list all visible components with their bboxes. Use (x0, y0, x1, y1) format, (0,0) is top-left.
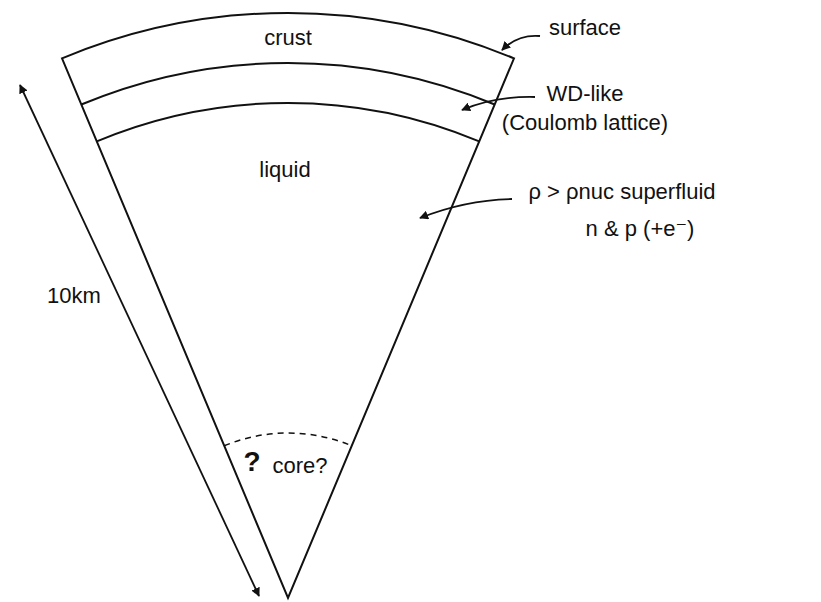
leader-arrow (502, 36, 540, 50)
wedge-outline (62, 13, 514, 598)
phase-label: ρ > ρnuc superfluid (528, 179, 715, 204)
layer-label: WD-like (547, 81, 624, 106)
question-mark: ? (243, 446, 260, 478)
dimension-arrow (20, 85, 259, 596)
surface-label: surface (549, 15, 621, 40)
leader-arrow (462, 97, 535, 110)
leader-arrow (420, 199, 512, 218)
layer-label: (Coulomb lattice) (502, 110, 668, 135)
region-label: liquid (259, 157, 310, 182)
dimension-label: 10km (47, 283, 101, 308)
region-label: core? (272, 453, 327, 478)
region-label: crust (264, 25, 312, 50)
lattice-boundary (97, 103, 479, 141)
crust-boundary (81, 63, 494, 105)
core-boundary (224, 433, 351, 446)
composition-label: n & p (+e⁻) (586, 216, 695, 241)
